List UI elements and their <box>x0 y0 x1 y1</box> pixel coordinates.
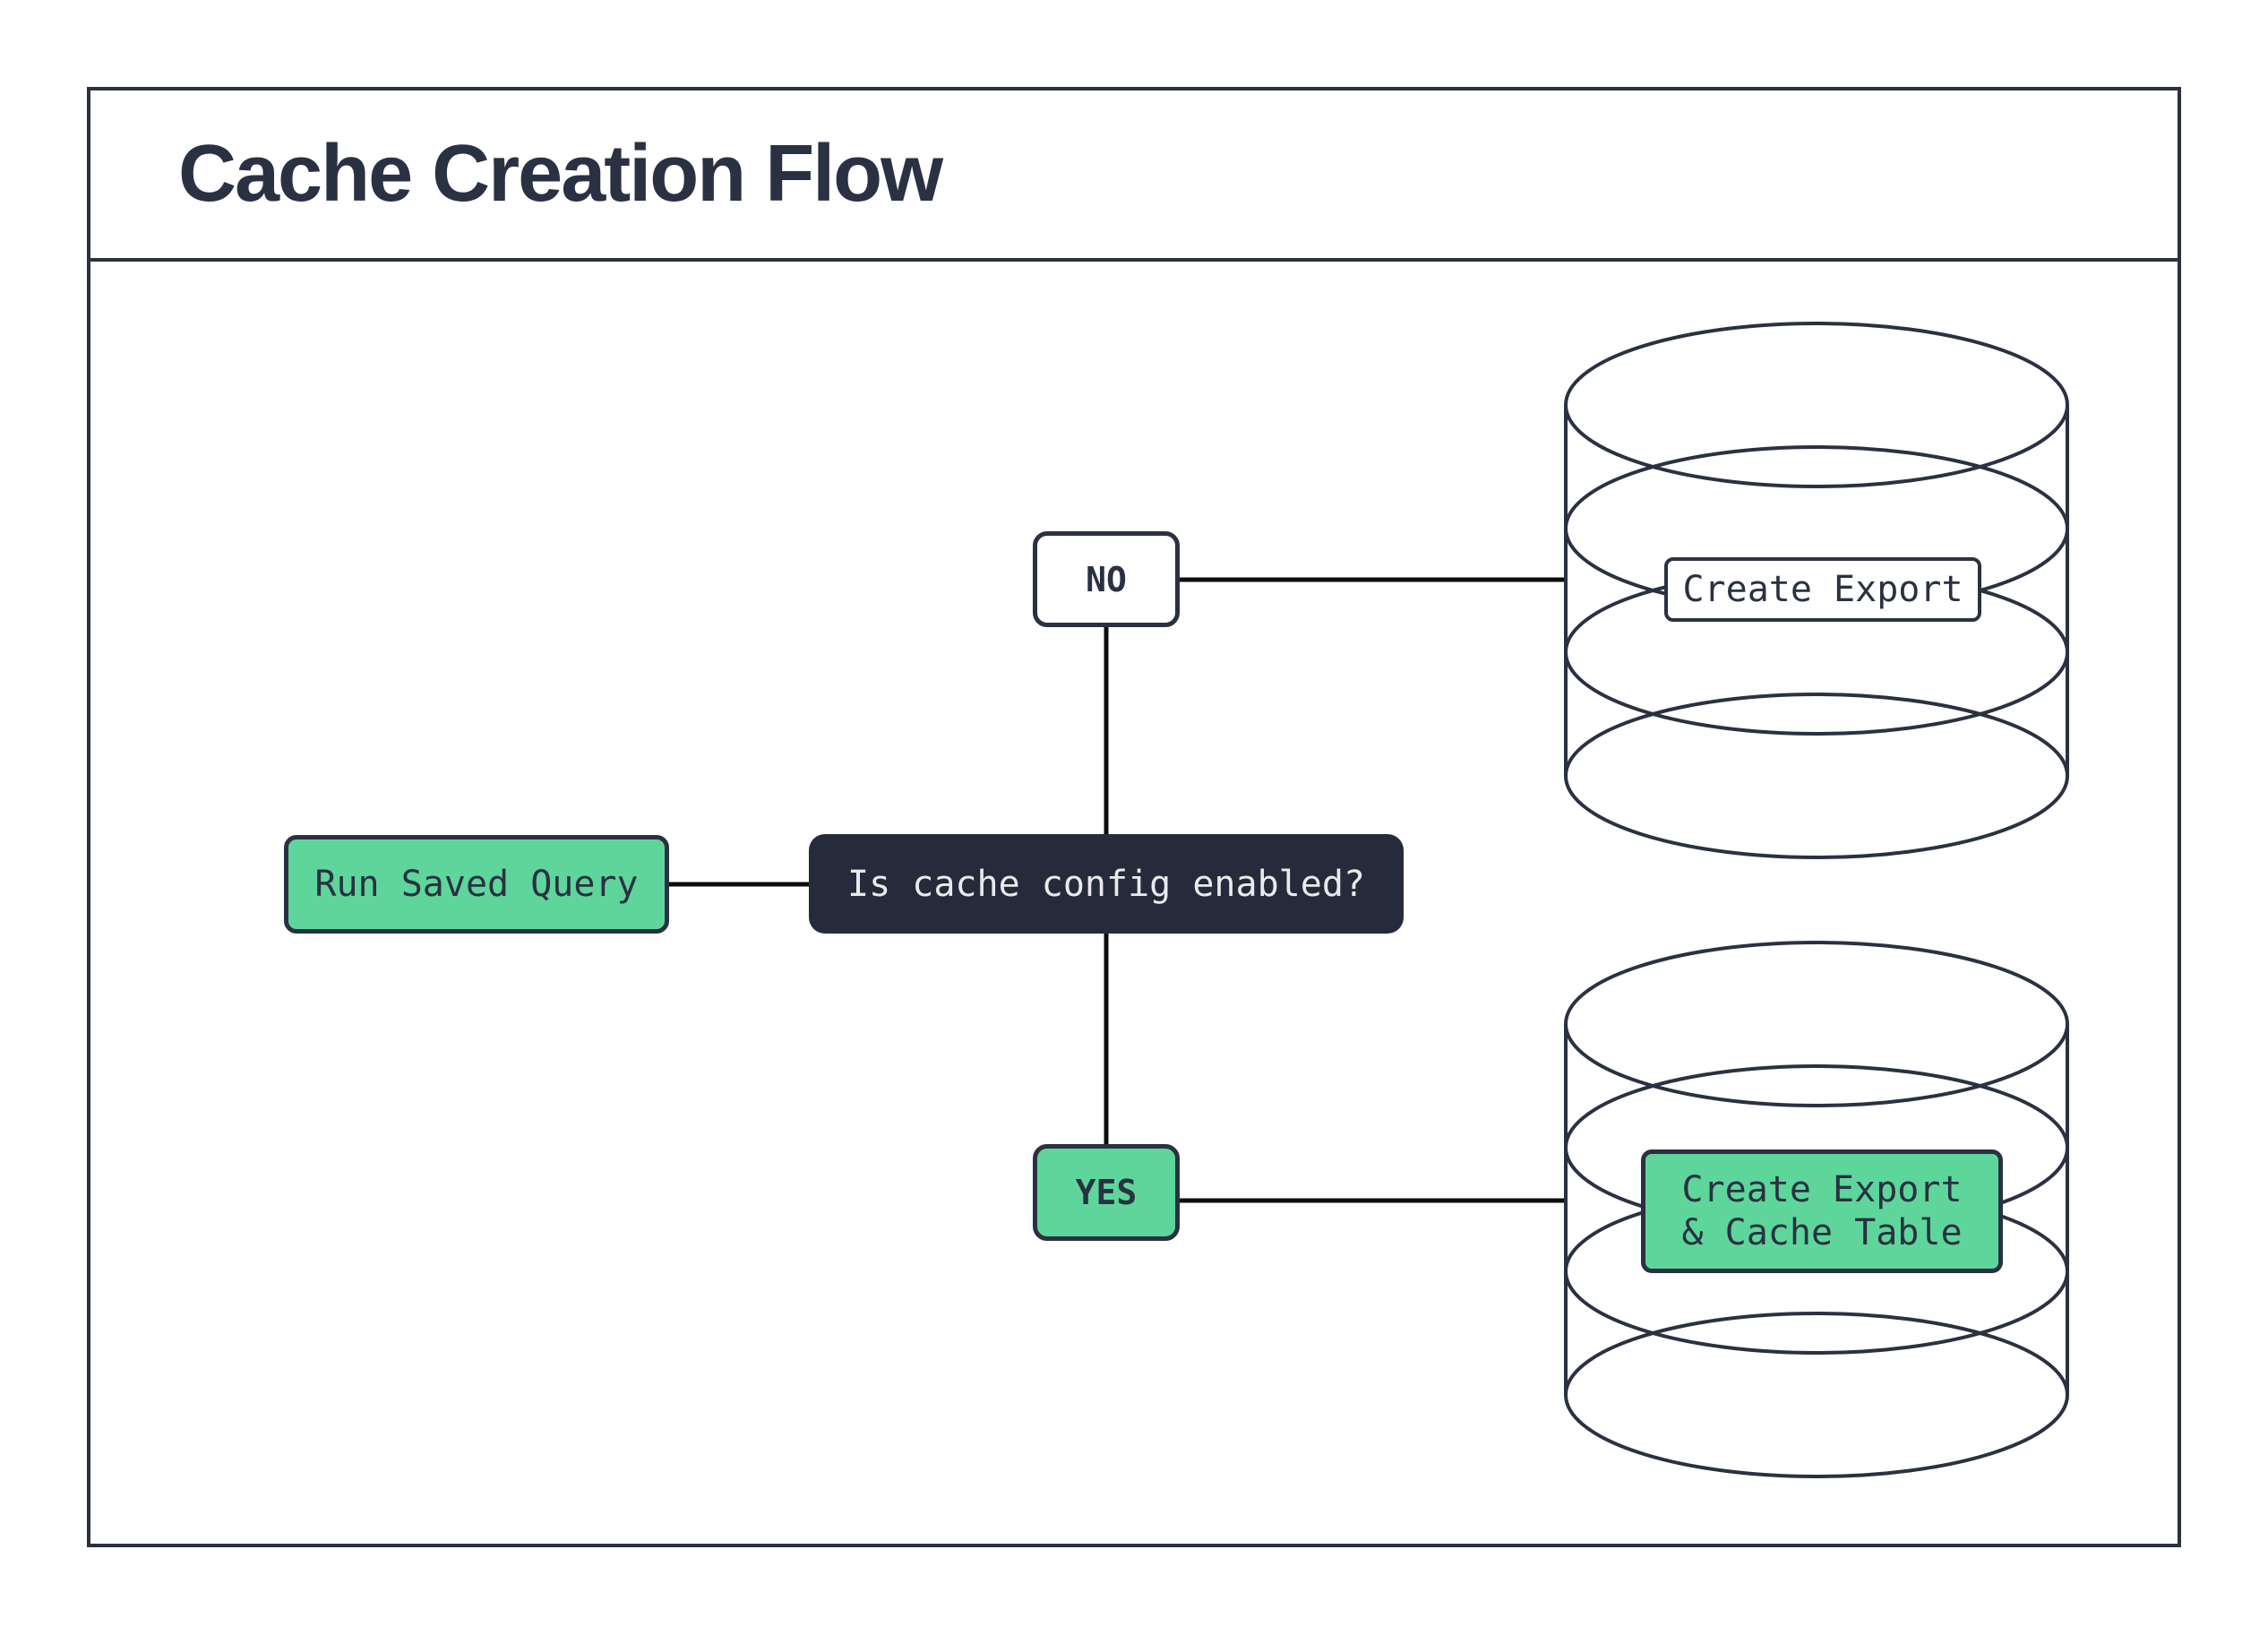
diagram-frame: Cache Creation Flow <box>87 87 2181 1547</box>
export-db-disk-4 <box>1564 693 2069 859</box>
node-run-saved-query: Run Saved Query <box>284 835 669 934</box>
cache-db-label-line2: & Cache Table <box>1681 1212 1963 1253</box>
export-db-label: Create Export <box>1664 557 1981 622</box>
node-run-saved-query-label: Run Saved Query <box>314 864 639 905</box>
branch-no-badge: NO <box>1033 531 1180 627</box>
cache-db-disk-4 <box>1564 1312 2069 1478</box>
branch-yes-badge: YES <box>1033 1144 1180 1241</box>
cache-db-cylinder <box>1564 941 2069 1478</box>
cache-db-label: Create Export & Cache Table <box>1641 1149 2003 1273</box>
branch-yes-label: YES <box>1075 1173 1138 1212</box>
node-cache-config-decision-label: Is cache config enabled? <box>847 863 1365 905</box>
diagram-header: Cache Creation Flow <box>90 90 2178 262</box>
cache-db-label-line1: Create Export <box>1681 1169 1963 1210</box>
branch-no-label: NO <box>1086 559 1127 599</box>
node-cache-config-decision: Is cache config enabled? <box>809 834 1404 934</box>
export-db-cylinder <box>1564 322 2069 859</box>
cache-db-disk-1 <box>1564 941 2069 1107</box>
export-db-disk-1 <box>1564 322 2069 488</box>
page-title: Cache Creation Flow <box>178 129 943 219</box>
export-db-label-text: Create Export <box>1682 569 1963 610</box>
